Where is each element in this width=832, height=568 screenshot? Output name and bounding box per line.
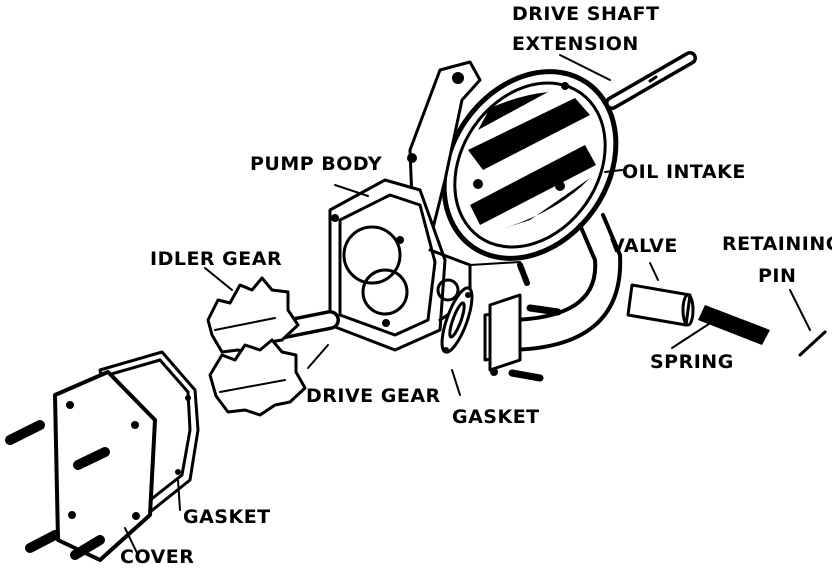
label-retaining-line1: RETAINING [722,233,832,255]
pump-body [328,60,521,352]
label-gasket-lower: GASKET [183,506,271,528]
flange-bolt-lower [508,369,544,382]
cover-screw-1 [5,420,45,445]
retaining-pin [798,330,827,357]
label-idler-gear: IDLER GEAR [150,248,282,270]
cover-screw-4 [70,535,105,560]
label-drive-shaft-line1: DRIVE SHAFT [512,3,660,25]
label-pump-body: PUMP BODY [250,153,382,175]
leader-lines [124,54,811,556]
valve-spring [698,305,770,345]
label-valve: VALVE [610,235,678,257]
label-retaining-line2: PIN [758,265,796,287]
idler-gear [206,276,300,357]
oil-intake-screen [441,69,619,261]
label-gasket-center: GASKET [452,406,540,428]
cover-screw-3 [25,530,60,553]
label-drive-shaft-line2: EXTENSION [512,33,639,55]
center-gasket [440,286,474,354]
label-oil-intake: OIL INTAKE [622,161,746,183]
label-spring: SPRING [650,351,734,373]
label-drive-gear: DRIVE GEAR [306,385,441,407]
intake-bolt [517,262,530,286]
cover-screw-2 [73,447,110,470]
drive-gear [208,338,307,417]
relief-valve [626,283,695,327]
pump-cover [53,370,157,562]
tube-flange [488,293,522,376]
label-cover: COVER [120,546,194,568]
flange-bolt-upper [526,304,562,316]
drive-shaft-extension [605,51,697,110]
